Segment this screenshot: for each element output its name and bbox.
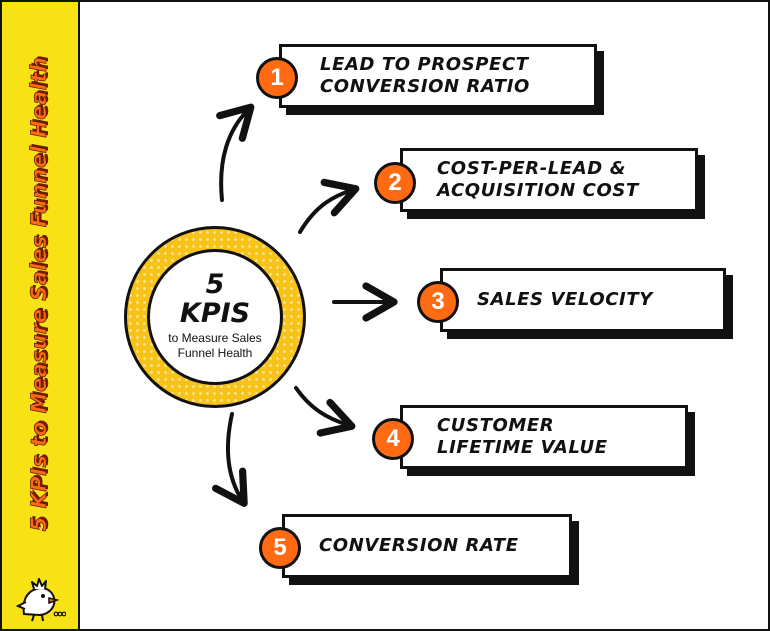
- hub-number: 5: [205, 269, 225, 300]
- kpi-badge-5: 5: [259, 527, 301, 569]
- kpi-card-2: COST-PER-LEAD & ACQUISITION COST: [400, 148, 698, 212]
- kpi-badge-4: 4: [372, 418, 414, 460]
- kpi-hub-center: 5 KPIS to Measure Sales Funnel Health: [147, 249, 283, 385]
- kpi-badge-3: 3: [417, 281, 459, 323]
- kpi-hub-circle: 5 KPIS to Measure Sales Funnel Health: [124, 226, 306, 408]
- kpi-card-5: CONVERSION RATE: [282, 514, 572, 578]
- bird-mascot-icon: [16, 578, 66, 622]
- kpi-label-3: SALES VELOCITY: [477, 289, 653, 310]
- kpi-badge-2: 2: [374, 162, 416, 204]
- kpi-label-5: CONVERSION RATE: [319, 535, 519, 556]
- kpi-label-4: CUSTOMER LIFETIME VALUE: [437, 415, 608, 458]
- hub-subtitle: to Measure Sales Funnel Health: [168, 331, 262, 360]
- hub-word: KPIS: [179, 298, 251, 329]
- kpi-card-3: SALES VELOCITY: [440, 268, 726, 332]
- kpi-label-1: LEAD TO PROSPECT CONVERSION RATIO: [320, 54, 530, 97]
- kpi-card-4: CUSTOMER LIFETIME VALUE: [400, 405, 688, 469]
- kpi-card-1: LEAD TO PROSPECT CONVERSION RATIO: [279, 44, 597, 108]
- kpi-badge-1: 1: [256, 57, 298, 99]
- sidebar-title: 5 KPIs to Measure Sales Funnel Health: [27, 56, 52, 532]
- kpi-label-2: COST-PER-LEAD & ACQUISITION COST: [437, 158, 639, 201]
- sidebar: 5 KPIs to Measure Sales Funnel Health: [2, 2, 80, 629]
